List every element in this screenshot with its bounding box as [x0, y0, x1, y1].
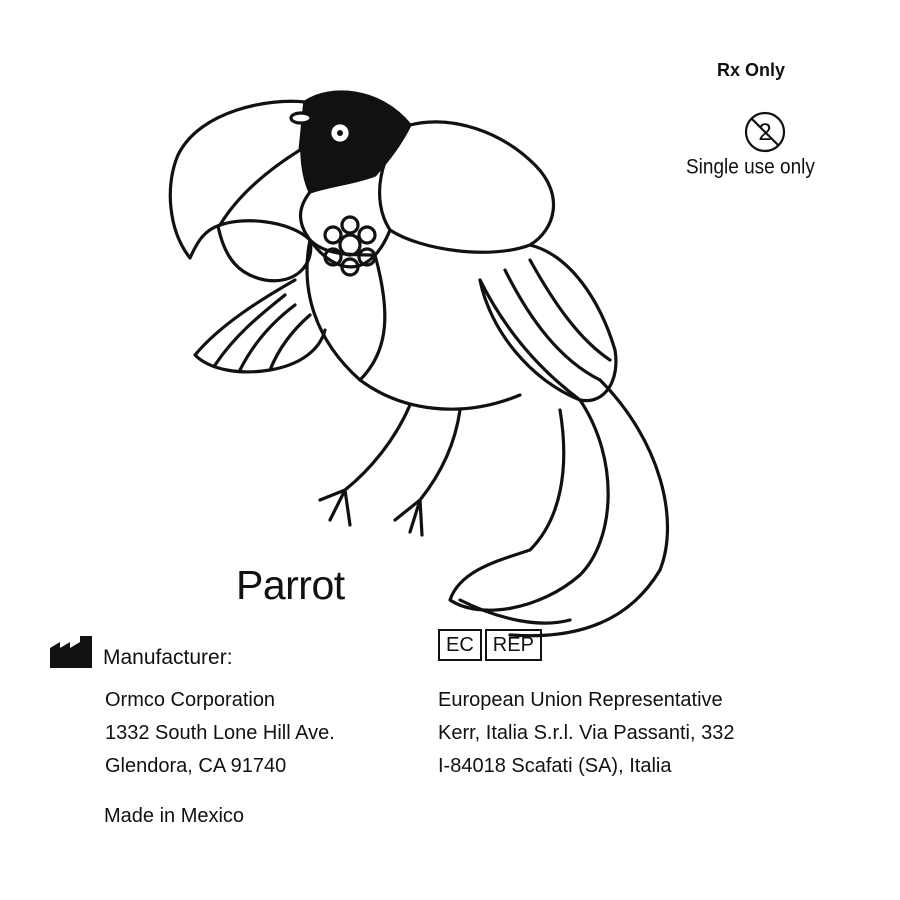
product-title: Parrot: [236, 562, 345, 608]
rep-badge: REP: [484, 629, 542, 661]
ec-badge: EC: [438, 629, 482, 661]
manufacturer-factory-icon: [50, 636, 92, 668]
do-not-reuse-glyph: 2: [758, 119, 771, 146]
single-use-label: Single use only: [686, 156, 815, 180]
rx-only-label: Rx Only: [717, 60, 786, 80]
manufacturer-line: Glendora, CA 91740: [105, 755, 287, 777]
do-not-reuse-icon: 2: [744, 111, 786, 153]
manufacturer-line: Ormco Corporation: [105, 689, 276, 711]
ec-rep-badge: EC REP: [438, 629, 542, 661]
manufacturer-label: Manufacturer:: [103, 646, 233, 669]
manufacturer-address: Ormco Corporation 1332 South Lone Hill A…: [105, 684, 335, 783]
manufacturer-line: 1332 South Lone Hill Ave.: [105, 722, 335, 744]
parrot-drawing: [168, 90, 670, 638]
eu-representative-address: European Union Representative Kerr, Ital…: [438, 684, 734, 783]
eu-line: Kerr, Italia S.r.l. Via Passanti, 332: [438, 722, 735, 744]
eu-line: I-84018 Scafati (SA), Italia: [438, 755, 672, 777]
country-of-origin: Made in Mexico: [104, 805, 245, 827]
eu-line: European Union Representative: [438, 689, 723, 711]
